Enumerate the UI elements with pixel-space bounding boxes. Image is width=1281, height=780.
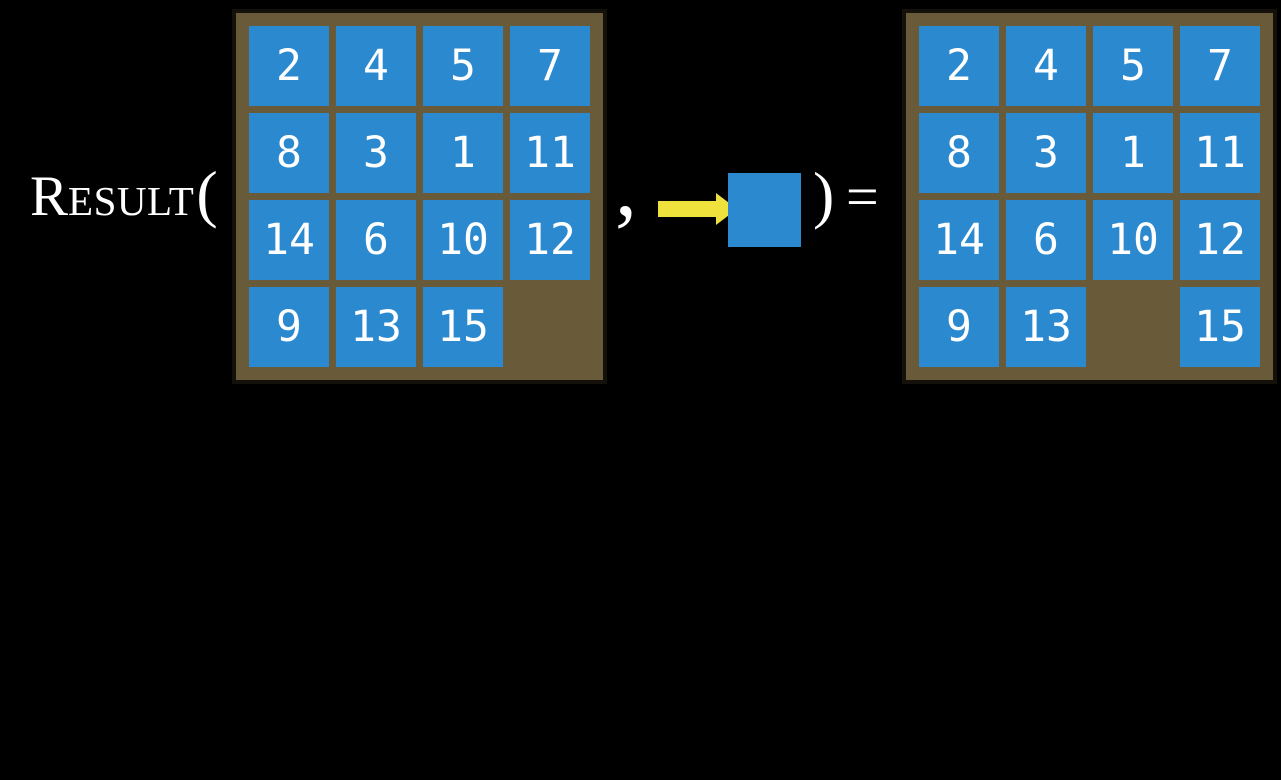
puzzle-tile: 11	[510, 113, 590, 193]
puzzle-tile: 12	[1180, 200, 1260, 280]
puzzle-tile: 3	[336, 113, 416, 193]
result-label-initial: R	[30, 165, 69, 228]
puzzle-tile: 7	[1180, 26, 1260, 106]
open-paren: (	[196, 158, 218, 229]
puzzle-tile: 13	[336, 287, 416, 367]
puzzle-tile: 11	[1180, 113, 1260, 193]
puzzle-tile: 9	[919, 287, 999, 367]
puzzle-tile: 4	[1006, 26, 1086, 106]
equals-sign: =	[846, 164, 879, 229]
puzzle-tile: 8	[919, 113, 999, 193]
puzzle-tile: 5	[423, 26, 503, 106]
puzzle-tile: 10	[1093, 200, 1173, 280]
puzzle-tile: 5	[1093, 26, 1173, 106]
moved-tile-square	[728, 173, 801, 247]
empty-cell	[1093, 287, 1173, 367]
move-right-arrow-icon	[658, 193, 737, 225]
puzzle-tile: 14	[919, 200, 999, 280]
empty-cell	[510, 287, 590, 367]
puzzle-tile: 7	[510, 26, 590, 106]
puzzle-tile: 1	[1093, 113, 1173, 193]
puzzle-tile: 12	[510, 200, 590, 280]
puzzle-tile: 4	[336, 26, 416, 106]
puzzle-tile: 6	[336, 200, 416, 280]
puzzle-tile: 2	[249, 26, 329, 106]
puzzle-tile: 1	[423, 113, 503, 193]
puzzle-tile: 8	[249, 113, 329, 193]
close-paren: )	[813, 159, 835, 230]
comma-separator: ,	[615, 138, 637, 235]
puzzle-tile: 13	[1006, 287, 1086, 367]
puzzle-tile: 14	[249, 200, 329, 280]
result-label-rest: ESULT	[68, 178, 195, 224]
puzzle-tile: 6	[1006, 200, 1086, 280]
puzzle-tile: 9	[249, 287, 329, 367]
puzzle-tile: 3	[1006, 113, 1086, 193]
puzzle-tile: 15	[1180, 287, 1260, 367]
puzzle-tile: 15	[423, 287, 503, 367]
puzzle-tile: 2	[919, 26, 999, 106]
puzzle-tile: 10	[423, 200, 503, 280]
